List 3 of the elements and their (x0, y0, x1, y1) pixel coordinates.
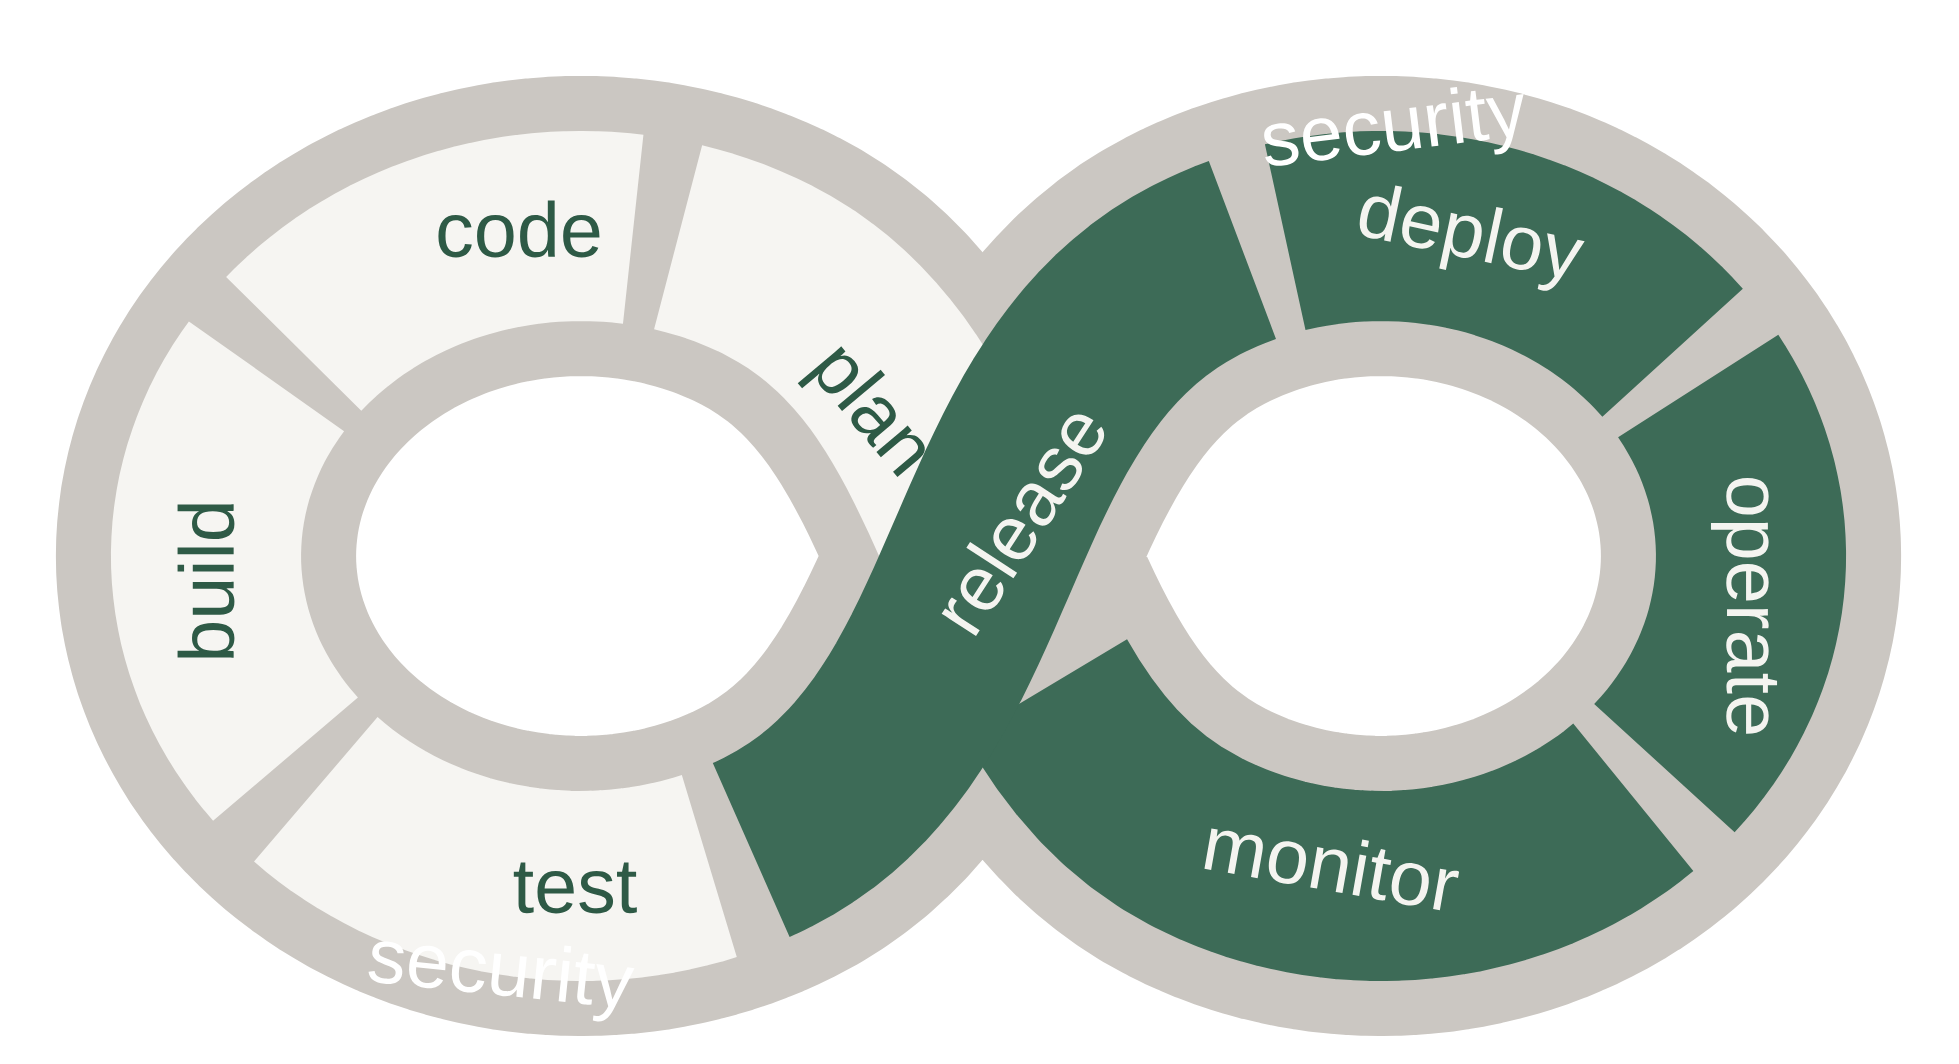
band-label: security (1264, 86, 1524, 166)
band-label: security (368, 941, 635, 1022)
stage-band: operate (1577, 301, 1847, 855)
